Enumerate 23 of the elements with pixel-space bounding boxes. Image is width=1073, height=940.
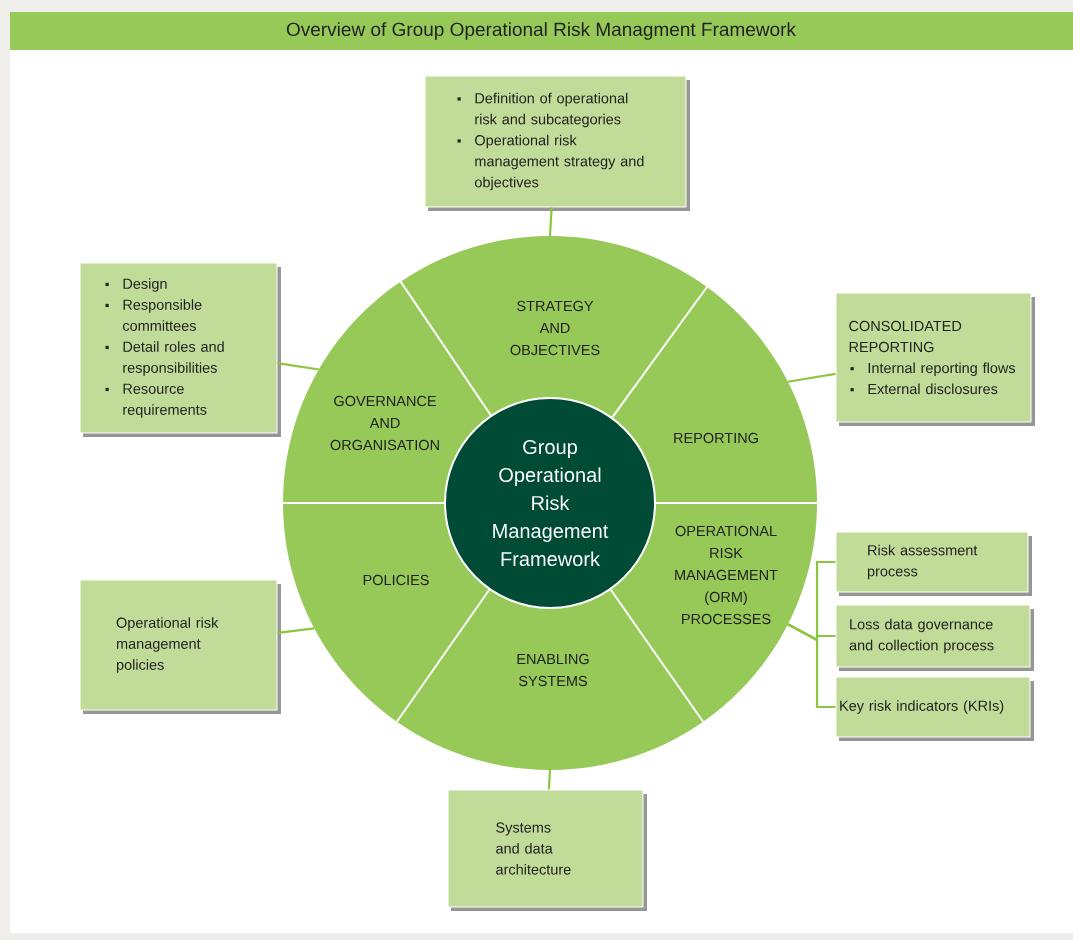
text-box: Systems and data architecture [447,789,647,911]
ring-segment: POLICIES [283,503,490,722]
node-label: ENABLING SYSTEMS [517,653,589,687]
text-box: Key risk indicators (KRIs) [835,676,1034,741]
connector-line [277,627,315,634]
title-bar: Overview of Group Operational Risk Managment Framework [10,12,1073,50]
ring-segment: GOVERNANCE AND ORGANISATION [283,281,492,503]
node-label: STRATEGY AND OBJECTIVES [510,300,600,356]
text-box: Operational risk management policies [79,579,281,714]
connector-line [548,207,553,237]
connector-line [787,372,836,383]
connector-line [277,362,319,371]
text-box: Design Responsible committees Detail roles and responsibilities Resource requirements [79,262,281,437]
text-box: Risk assessment process [835,531,1032,596]
text-box: Loss data governance and collection process [835,604,1034,671]
connector-line [787,623,836,709]
node-label: POLICIES [363,574,429,586]
text-box: CONSOLIDATED REPORTING Internal reporting flows External disclosures [835,292,1035,426]
ring-segment: REPORTING [611,287,817,503]
ring-segment: OPERATIONAL RISK MANAGEMENT (ORM) PROCESSES [610,503,817,722]
text-box: Definition of operational risk and subcategories Operational risk management strategy and objectives [424,75,690,211]
node-label: REPORTING [674,432,758,444]
connector-line [547,769,552,790]
